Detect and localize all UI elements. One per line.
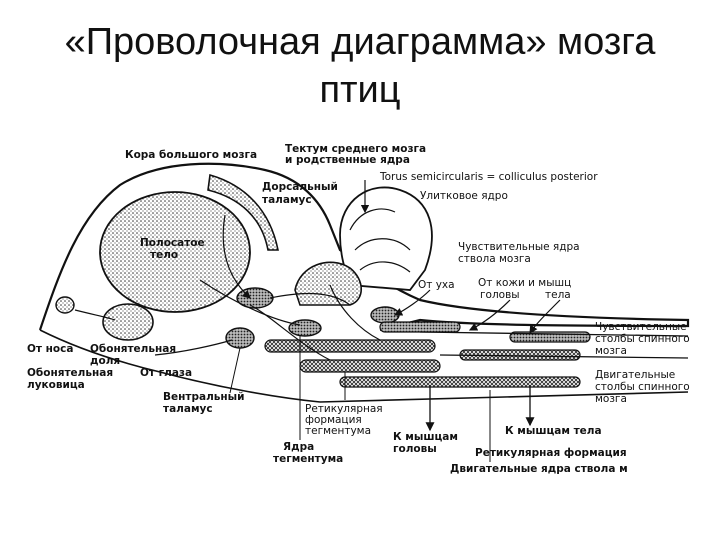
label-motor-stem: Двигательные ядра ствола м xyxy=(450,463,628,475)
label-from-ear: От уха xyxy=(418,279,455,291)
spinal-tract-2 xyxy=(439,354,689,359)
fiber-4 xyxy=(249,304,331,361)
label-from-skin-1: От кожи и мышц xyxy=(478,277,571,289)
reticular-bar-upper xyxy=(264,339,436,353)
title-line-2: птиц xyxy=(319,69,401,111)
fiber-7 xyxy=(154,339,233,356)
label-olf-bulb-2: луковица xyxy=(27,379,85,391)
label-ventral-2: таламус xyxy=(163,403,213,415)
label-dorsal-1: Дорсальный xyxy=(262,181,338,193)
label-reticular-form: Ретикулярная формация xyxy=(475,447,627,459)
label-from-skin-3: тела xyxy=(545,289,571,301)
label-reticular-teg-2: формация xyxy=(305,414,362,426)
fiber-3 xyxy=(269,292,351,306)
label-sensory-stem-2: ствола мозга xyxy=(458,253,531,265)
label-motor-cols-2: столбы спинного xyxy=(595,381,690,393)
label-from-skin-2: головы xyxy=(480,289,520,301)
label-sensory-cols-2: столбы спинного xyxy=(595,333,690,345)
label-cochlear: Улитковое ядро xyxy=(420,190,508,202)
label-sensory-stem-1: Чувствительные ядра xyxy=(458,241,580,253)
fiber-skin xyxy=(468,299,511,331)
label-motor-cols-3: мозга xyxy=(595,393,627,405)
leader-ventral xyxy=(229,347,241,394)
ventral-thalamus xyxy=(225,327,255,349)
motor-bar-1 xyxy=(299,359,441,373)
label-tectum-2: и родственные ядра xyxy=(285,154,410,166)
tectum-folds xyxy=(349,208,411,273)
label-tectum-1: Тектум среднего мозга xyxy=(285,143,426,155)
fiber-ear xyxy=(393,289,431,316)
label-from-eye: От глаза xyxy=(140,367,192,379)
olfactory-bulb xyxy=(55,296,75,314)
label-olf-area-1: Обонятельная xyxy=(90,343,176,355)
label-reticular-teg-1: Ретикулярная xyxy=(305,403,383,415)
olfactory-lobe xyxy=(102,303,154,341)
label-torus: Torus semicircularis = colliculus poster… xyxy=(379,171,598,183)
spinal-tract-3 xyxy=(319,391,689,403)
spinal-tract-1 xyxy=(419,331,689,337)
label-olf-area-2: доля xyxy=(90,355,120,367)
label-dorsal-2: таламус xyxy=(262,194,312,206)
cortex xyxy=(207,173,279,251)
label-ventral-1: Вентральный xyxy=(163,391,245,403)
label-cortex: Кора большого мозга xyxy=(125,149,257,161)
label-olf-bulb-1: Обонятельная xyxy=(27,367,113,379)
label-to-head-muscles-1: К мышцам xyxy=(393,431,458,443)
label-reticular-teg-3: тегментума xyxy=(305,425,371,437)
label-from-nose: От носа xyxy=(27,343,73,355)
label-to-body-muscles: К мышцам тела xyxy=(505,425,602,437)
fiber-body xyxy=(529,299,561,335)
label-teg-nuclei-2: тегментума xyxy=(273,453,343,465)
label-teg-nuclei-1: Ядра xyxy=(283,441,314,453)
fiber-2 xyxy=(199,279,301,326)
label-striatum-1: Полосатое xyxy=(140,237,205,249)
label-striatum-2: тело xyxy=(150,249,178,261)
fiber-8 xyxy=(74,309,116,321)
brain-underside xyxy=(39,329,321,403)
sensory-column-1 xyxy=(379,321,461,333)
fiber-5 xyxy=(329,284,381,341)
cochlear-nucleus xyxy=(370,306,400,324)
tegmentum-nucleus xyxy=(288,319,322,337)
fiber-1 xyxy=(222,214,251,299)
label-sensory-cols-3: мозга xyxy=(595,345,627,357)
label-sensory-cols-1: Чувствительные xyxy=(595,321,687,333)
label-motor-cols-1: Двигательные xyxy=(595,369,675,381)
sensory-stem-nuclei xyxy=(294,261,363,306)
motor-bar-3 xyxy=(339,376,581,388)
slide-title: «Проволочная диаграмма» мозга птиц xyxy=(0,18,720,114)
title-line-1: «Проволочная диаграмма» мозга xyxy=(64,21,656,63)
label-to-head-muscles-2: головы xyxy=(393,443,437,455)
striatum xyxy=(99,191,251,313)
